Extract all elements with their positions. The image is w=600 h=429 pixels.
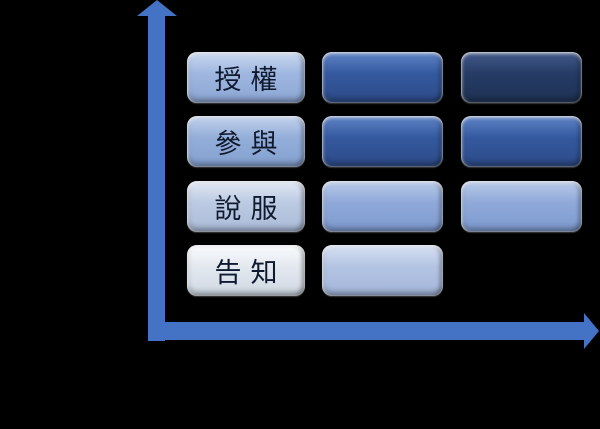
level-cell-box	[322, 181, 443, 232]
level-label-box: 告知	[187, 245, 305, 296]
level-cell-box	[461, 52, 582, 103]
row-persuade: 說服	[0, 181, 600, 232]
x-axis-arrowhead-icon	[584, 313, 599, 349]
level-label: 參與	[214, 129, 287, 160]
level-label: 說服	[214, 194, 287, 225]
level-label-box: 說服	[187, 181, 305, 232]
x-axis-line	[148, 322, 585, 340]
level-cell-box	[461, 181, 582, 232]
y-axis-line	[148, 14, 165, 341]
row-participate: 參與	[0, 116, 600, 167]
level-label: 授權	[214, 65, 287, 96]
y-axis-arrowhead-icon	[137, 0, 177, 16]
level-label: 告知	[214, 258, 287, 289]
level-label-box: 授權	[187, 52, 305, 103]
level-cell-box	[322, 116, 443, 167]
row-empower: 授權	[0, 52, 600, 103]
level-cell-box	[322, 52, 443, 103]
level-cell-box	[461, 116, 582, 167]
row-inform: 告知	[0, 245, 600, 296]
level-cell-box	[322, 245, 443, 296]
level-label-box: 參與	[187, 116, 305, 167]
